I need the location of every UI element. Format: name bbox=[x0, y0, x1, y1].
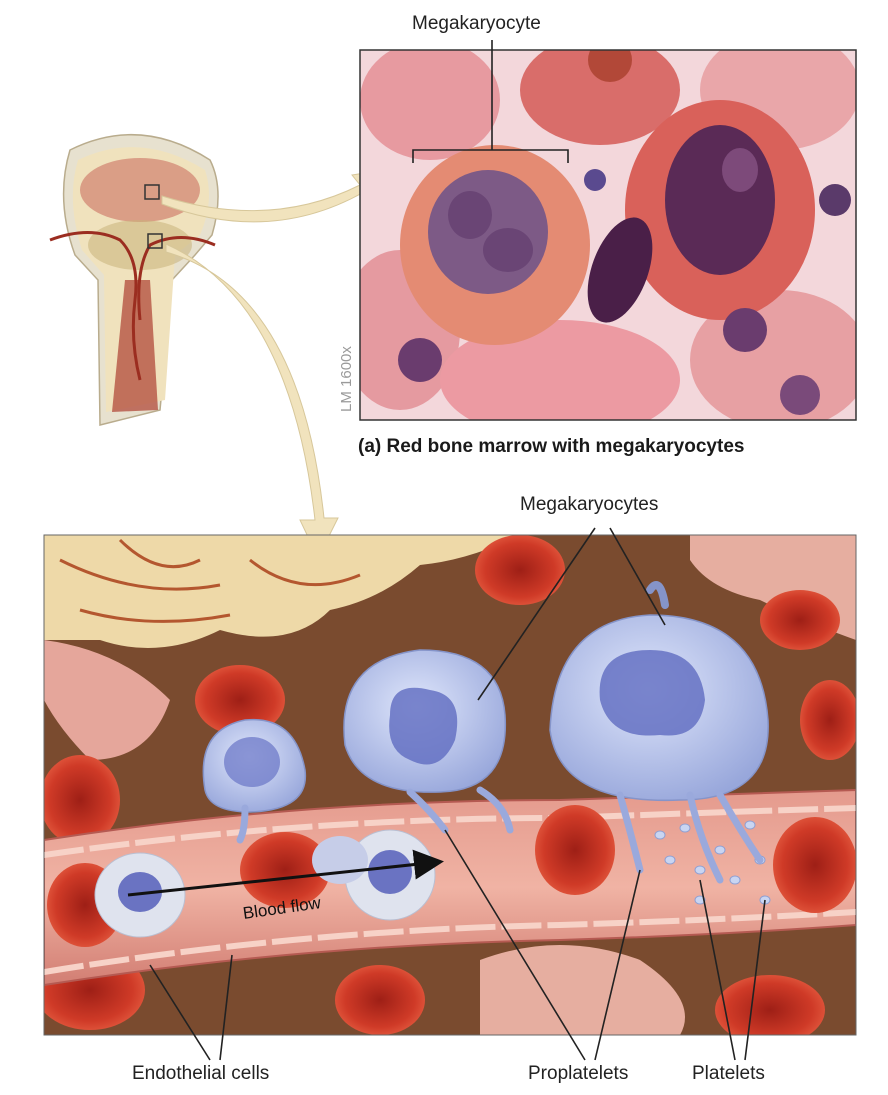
label-megakaryocyte: Megakaryocyte bbox=[412, 13, 541, 35]
label-megakaryocytes: Megakaryocytes bbox=[520, 494, 658, 516]
label-endothelial-cells: Endothelial cells bbox=[132, 1063, 269, 1085]
label-platelets: Platelets bbox=[692, 1063, 765, 1085]
caption-a: (a) Red bone marrow with megakaryocytes bbox=[358, 436, 744, 458]
bone-illustration bbox=[50, 135, 218, 425]
bottom-illustration bbox=[35, 535, 860, 1045]
micrograph bbox=[340, 30, 870, 440]
label-proplatelets: Proplatelets bbox=[528, 1063, 628, 1085]
label-magnification: LM 1600x bbox=[338, 346, 355, 412]
